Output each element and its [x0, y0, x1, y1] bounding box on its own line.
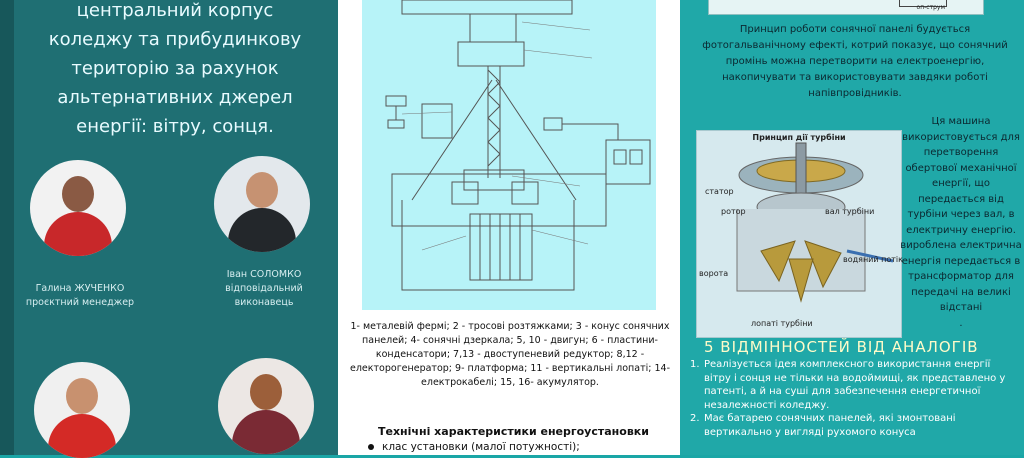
tech-spec-item-label: клас установки (малої потужності); [382, 441, 580, 453]
list-item-number: 1. [690, 359, 700, 370]
schematic-drawing [385, 0, 651, 291]
turbine-diagram: Принцип дії турбіни статор ротор вал тур… [696, 130, 903, 338]
list-item-text: Реалізується ідея комплексного використа… [704, 359, 1006, 411]
differences-list: 1. Реалізується ідея комплексного викорис… [690, 358, 1020, 439]
avatar-solomko [214, 156, 310, 252]
tech-spec-item: клас установки (малої потужності); [368, 441, 580, 453]
turbine-drawing [736, 142, 894, 303]
label-rotor: ротор [721, 207, 746, 216]
solar-principle-text: Принцип роботи сонячної панелі будується… [702, 24, 1008, 99]
solar-diagram-label: оп-струм [916, 4, 945, 11]
avatar-student [34, 362, 130, 458]
list-item-number: 2. [690, 413, 700, 424]
turbine-diagram-title: Принцип дії турбіни [752, 133, 846, 142]
left-edge-strip [0, 0, 14, 455]
label-shaft: вал турбіни [825, 207, 875, 216]
label-stator: статор [705, 187, 734, 196]
installation-schematic [362, 0, 656, 310]
bullet-icon [368, 444, 374, 450]
tech-specs-title: Технічні характеристики енергоустановки [378, 425, 649, 438]
project-title: центральний корпус коледжу та прибудинко… [48, 0, 302, 137]
generator-description: Ця машина використовується для перетворе… [898, 114, 1024, 331]
schematic-caption: 1- металевій фермі; 2 - тросові розтяжка… [350, 321, 670, 388]
list-item-text: Має батарею сонячних панелей, які змонто… [704, 413, 956, 438]
list-item: 2. Має батарею сонячних панелей, які змон… [690, 412, 1020, 439]
label-gate: ворота [699, 269, 729, 278]
avatar-zhuchenko [30, 160, 126, 256]
generator-description-dot: . [959, 317, 963, 329]
list-item: 1. Реалізується ідея комплексного викорис… [690, 358, 1020, 412]
avatar-teacher [218, 358, 314, 454]
label-blades: лопаті турбіни [751, 319, 813, 328]
differences-heading: 5 ВІДМІННОСТЕЙ ВІД АНАЛОГІВ [704, 338, 979, 356]
solar-diagram-thumbnail: оп-струм [708, 0, 984, 15]
generator-description-text: Ця машина використовується для перетворе… [900, 116, 1022, 313]
label-water-flow: водяний потік [843, 255, 903, 264]
